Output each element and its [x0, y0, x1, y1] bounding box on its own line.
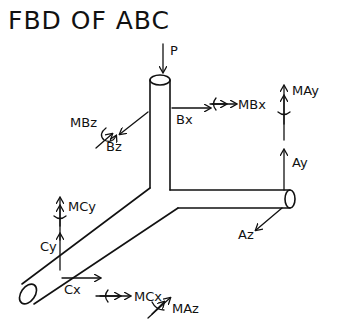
- force-label: MAz: [172, 302, 199, 315]
- diagram-title: FBD OF ABC: [8, 8, 170, 33]
- force-label: Cx: [64, 283, 81, 296]
- force-label: P: [170, 44, 178, 57]
- force-label: Ay: [292, 156, 308, 169]
- force-label: MCy: [68, 200, 96, 213]
- force-label: MAy: [292, 84, 319, 97]
- force-label: Az: [238, 228, 254, 241]
- force-label: Bz: [106, 140, 122, 153]
- force-label: Bx: [176, 113, 193, 126]
- force-label: Cy: [40, 240, 57, 253]
- force-label: MBx: [238, 98, 266, 111]
- force-label: MCx: [134, 290, 162, 303]
- force-label: MBz: [70, 116, 97, 129]
